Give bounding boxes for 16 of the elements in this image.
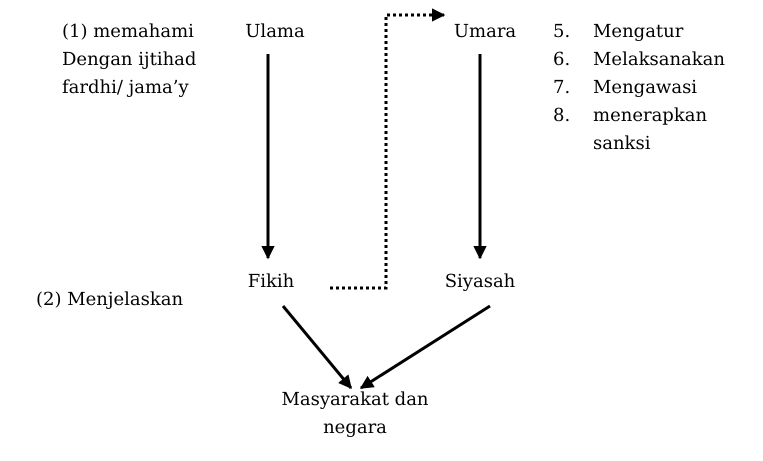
node-label: Umara	[440, 18, 530, 46]
annotation-text: 6. Melaksanakan	[553, 48, 726, 72]
annotation-text: 7. Mengawasi	[553, 76, 698, 100]
arrow	[261, 54, 275, 260]
annotation-text: (2) Menjelaskan	[36, 288, 184, 312]
arrow	[473, 54, 487, 260]
node-label: Fikih	[240, 268, 302, 296]
arrow	[360, 304, 491, 390]
annotation-text: (1) memahami Dengan ijtihad fardhi/ jama’y	[62, 20, 198, 100]
node-label: Siyasah	[430, 268, 530, 296]
arrow	[282, 305, 352, 390]
node-label: Masyarakat dan negara	[270, 386, 440, 442]
node-label: Ulama	[230, 18, 320, 46]
arrow	[330, 8, 446, 290]
annotation-text: 8. menerapkan sanksi	[553, 104, 708, 156]
annotation-text: 5. Mengatur	[553, 20, 684, 44]
